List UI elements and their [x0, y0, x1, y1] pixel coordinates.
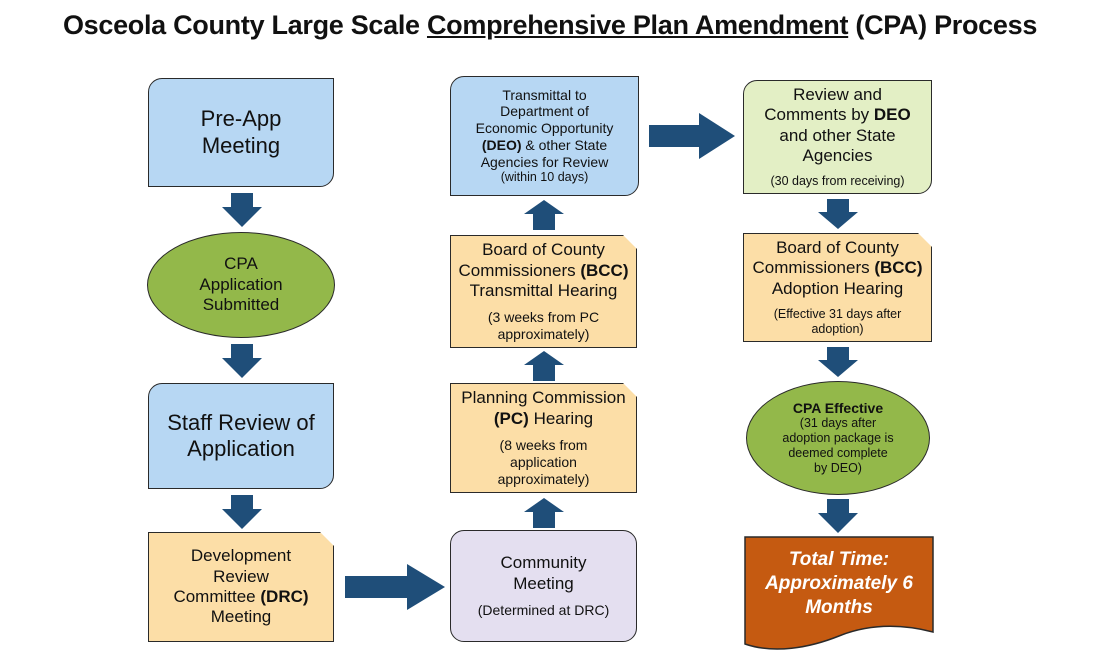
arrow-down-2 — [222, 344, 262, 378]
cpa-application-submitted-oval: CPA Application Submitted — [147, 232, 335, 338]
arrow-down-6 — [818, 499, 858, 533]
staff-review-box: Staff Review of Application — [148, 383, 334, 489]
page-title: Osceola County Large Scale Comprehensive… — [62, 10, 1038, 40]
arrow-up-3 — [524, 200, 564, 230]
arrow-down-1 — [222, 193, 262, 227]
total-time-label: Total Time: Approximately 6 Months — [765, 549, 913, 618]
arrow-up-1 — [524, 498, 564, 528]
arrow-right-1 — [345, 564, 445, 610]
arrow-down-4 — [818, 199, 858, 229]
cpa-effective-oval: CPA Effective (31 days after adoption pa… — [746, 381, 930, 495]
arrow-up-2 — [524, 351, 564, 381]
transmittal-to-deo-box: Transmittal to Department of Economic Op… — [450, 76, 639, 196]
bcc-transmittal-hearing-box: Board of County Commissioners (BCC) Tran… — [450, 235, 637, 348]
drc-meeting-box: Development Review Committee (DRC) Meeti… — [148, 532, 334, 642]
community-meeting-box: Community Meeting (Determined at DRC) — [450, 530, 637, 642]
arrow-down-3 — [222, 495, 262, 529]
deo-review-box: Review and Comments by DEO and other Sta… — [743, 80, 932, 194]
bcc-adoption-hearing-box: Board of County Commissioners (BCC) Adop… — [743, 233, 932, 342]
pre-app-meeting-box: Pre-App Meeting — [148, 78, 334, 187]
total-time-document-shape — [744, 536, 934, 650]
arrow-down-5 — [818, 347, 858, 377]
pc-hearing-box: Planning Commission (PC) Hearing (8 week… — [450, 383, 637, 493]
arrow-right-2 — [649, 113, 735, 159]
